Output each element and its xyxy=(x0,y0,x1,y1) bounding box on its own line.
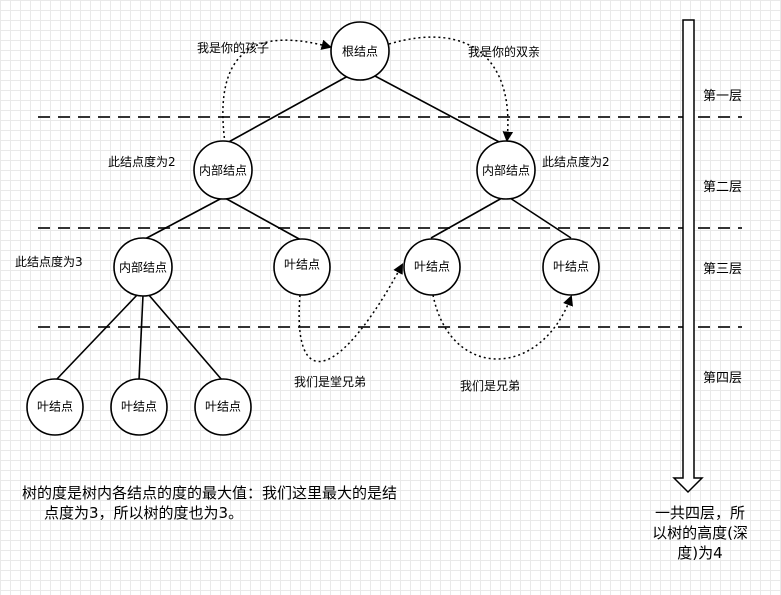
node-label: 叶结点 xyxy=(205,400,241,414)
node-root: 根结点 xyxy=(330,21,390,81)
edge-l2right-leafa xyxy=(430,197,503,239)
degree-annotation-left: 此结点度为2 xyxy=(108,154,176,169)
node-label: 叶结点 xyxy=(414,260,450,274)
node-label: 内部结点 xyxy=(199,163,247,178)
siblings-annotation: 我们是兄弟 xyxy=(460,378,520,393)
layer-label-4: 第四层 xyxy=(703,371,742,386)
node-leaf-l3-a: 叶结点 xyxy=(273,238,331,296)
node-internal-l3: 内部结点 xyxy=(113,237,173,297)
degree-annotation-right: 此结点度为2 xyxy=(542,154,610,169)
edge-l2right-leafb xyxy=(509,197,572,239)
node-label: 内部结点 xyxy=(482,163,530,178)
tree-height-note-line: 度)为4 xyxy=(677,544,723,562)
tree-height-note-line: 一共四层，所 xyxy=(654,504,745,522)
node-label: 叶结点 xyxy=(121,400,157,414)
height-arrow-icon xyxy=(672,19,704,494)
node-leaf-l4-a: 叶结点 xyxy=(26,378,84,436)
layer-label-1: 第一层 xyxy=(703,89,742,104)
edge-l2left-leaf xyxy=(224,197,302,241)
cousins-arrow xyxy=(298,263,403,363)
tree-degree-note-line: 点度为3，所以树的度也为3。 xyxy=(44,504,244,522)
tree-height-note-line: 以树的高度(深 xyxy=(652,524,748,542)
tree-degree-note-line: 树的度是树内各结点的度的最大值：我们这里最大的是结 xyxy=(22,484,398,502)
node-root-label: 根结点 xyxy=(342,45,378,59)
layer-label-3: 第三层 xyxy=(703,262,742,277)
node-label: 叶结点 xyxy=(37,400,73,414)
edge-l3-leaf4a xyxy=(55,293,139,381)
tree-degree-note: 树的度是树内各结点的度的最大值：我们这里最大的是结 点度为3，所以树的度也为3。 xyxy=(22,483,397,523)
node-label: 内部结点 xyxy=(119,260,167,275)
edge-root-right xyxy=(374,75,504,145)
node-leaf-l4-c: 叶结点 xyxy=(194,378,252,436)
cousins-annotation: 我们是堂兄弟 xyxy=(294,374,366,389)
degree-annotation-three: 此结点度为3 xyxy=(15,254,83,269)
edge-l2left-internal xyxy=(142,197,223,241)
edge-l3-leaf4c xyxy=(147,293,223,381)
node-leaf-l4-b: 叶结点 xyxy=(110,378,168,436)
node-label: 叶结点 xyxy=(284,258,320,272)
parent-annotation: 我是你的双亲 xyxy=(468,44,540,59)
node-internal-l2-right: 内部结点 xyxy=(476,140,536,200)
node-internal-l2-left: 内部结点 xyxy=(193,140,253,200)
edge-l3-leaf4b xyxy=(138,294,144,381)
node-leaf-l3-b: 叶结点 xyxy=(403,238,461,296)
node-label: 叶结点 xyxy=(553,260,589,274)
layer-label-2: 第二层 xyxy=(703,180,742,195)
edge-root-left xyxy=(224,75,349,145)
tree-height-note: 一共四层，所 以树的高度(深 度)为4 xyxy=(630,503,770,563)
child-annotation: 我是你的孩子 xyxy=(197,40,269,55)
node-leaf-l3-c: 叶结点 xyxy=(542,238,600,296)
child-arrow xyxy=(222,39,333,144)
parent-arrow xyxy=(388,36,514,143)
